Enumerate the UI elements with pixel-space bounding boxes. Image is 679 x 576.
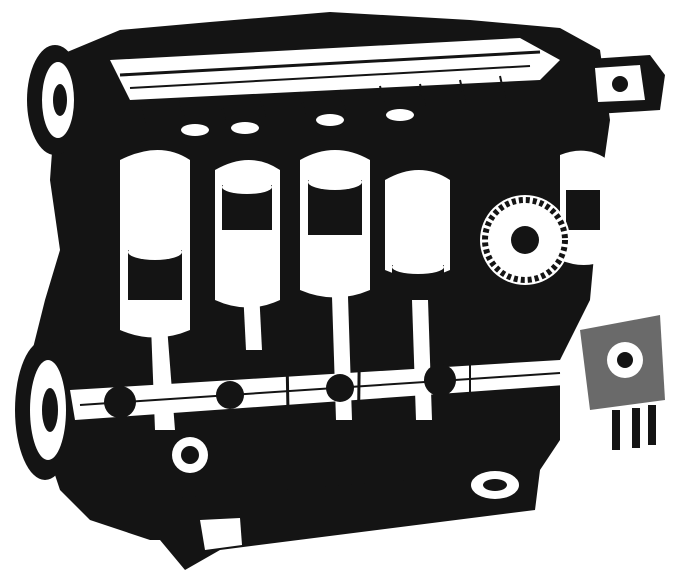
valve-springs — [139, 75, 506, 126]
pushrods — [283, 249, 471, 521]
oil-pump — [580, 315, 665, 450]
pistons — [128, 174, 600, 300]
front-pulley — [172, 437, 208, 473]
intake-ports — [181, 109, 414, 136]
oil-sump — [150, 470, 540, 570]
crankshaft — [70, 360, 565, 420]
camshaft-cover — [110, 38, 560, 100]
timing-gear — [480, 195, 570, 285]
flywheel-housing — [15, 45, 83, 480]
distributor — [575, 55, 665, 115]
